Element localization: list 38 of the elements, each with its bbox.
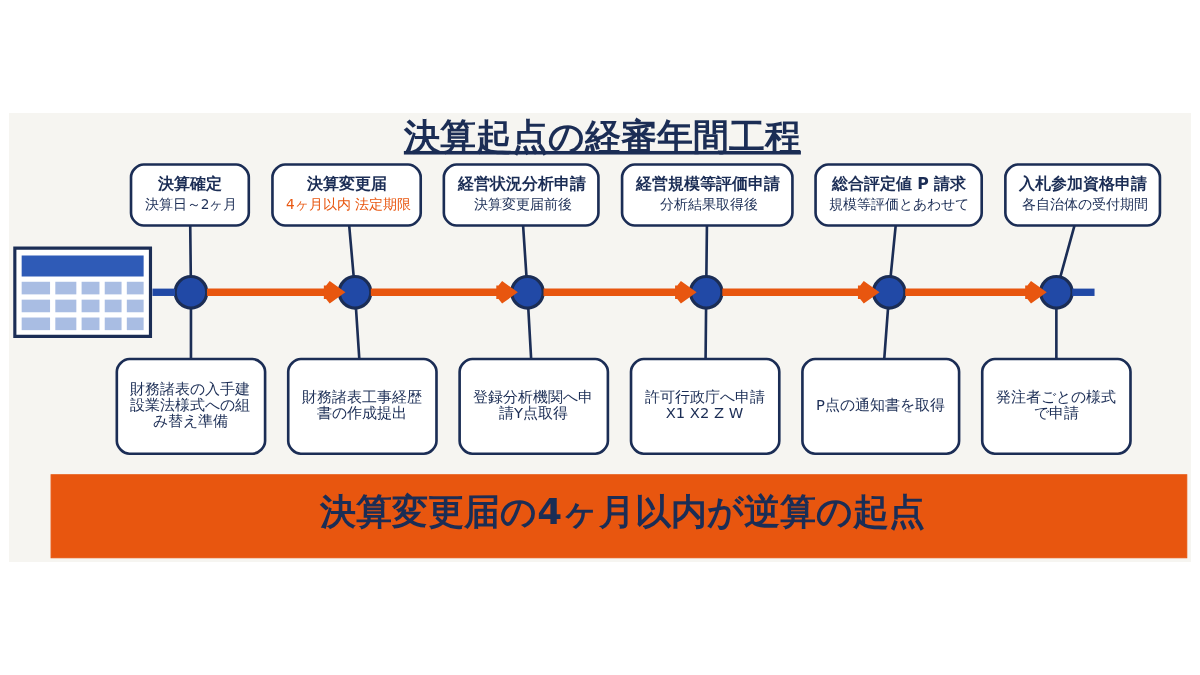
connector [347,225,355,277]
node-box: 総合評定値 P 請求 規模等評価とあわせて [814,163,983,227]
connector [521,225,528,277]
connector [704,308,708,360]
node-box: 発注者ごとの様式で申請 [980,357,1132,455]
node-box: 入札参加資格申請 各自治体の受付期間 [1004,163,1162,227]
node-circle [510,274,545,310]
node-circle [173,274,209,310]
connector [188,225,193,277]
connector [1059,225,1076,278]
node-box: 財務諸表工事経歴書の作成提出 [286,357,438,455]
node-box: 経営状況分析申請 決算変更届前後 [442,163,600,227]
node-box: 登録分析機関へ申請Y点取得 [458,357,610,455]
diagram-title: 決算起点の経審年間工程 [403,115,801,157]
node-box: 決算変更届の4ヶ月以内が逆算の起点 [50,474,1188,559]
node-box: 決算変更届 4ヶ月以内 法定期限 [271,163,423,227]
node-box: 財務諸表の入手建設業法様式への組み替え準備 [115,357,267,455]
connector [189,308,193,360]
connector [152,288,175,296]
connector [1055,308,1058,360]
arrow [543,280,695,305]
connector [705,225,709,277]
connector [889,225,897,277]
node-circle [1039,274,1074,310]
arrow [370,280,516,305]
node-circle [337,274,373,310]
node-box: 決算確定 決算日～2ヶ月 [129,163,251,227]
connector [354,308,361,360]
node-circle [871,274,907,310]
arrow [905,280,1045,305]
node-box: 許可行政庁へ申請X1 X2 Z W [629,357,781,455]
connector [527,308,533,360]
connector [882,308,890,360]
node-box: 経営規模等評価申請 分析結果取得後 [620,163,794,227]
arrow [206,280,343,305]
node-circle [688,274,724,310]
arrow [722,280,878,305]
node-box: P点の通知書を取得 [801,357,961,455]
